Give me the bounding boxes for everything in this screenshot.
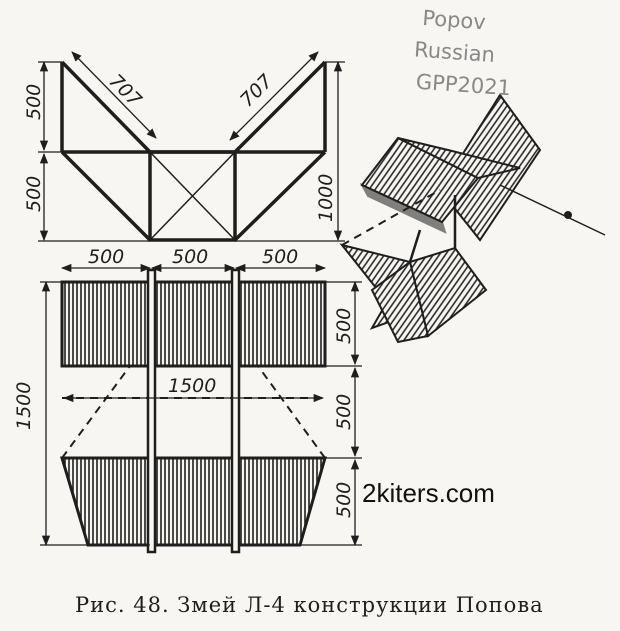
dim-label-left-upper: 500: [23, 84, 45, 120]
handwritten-note: Popov Russian GPP2021: [413, 6, 511, 101]
center-box: [148, 150, 237, 242]
sketch-tow-point: [564, 211, 572, 219]
sketch-top-face: [397, 137, 521, 180]
bridle-left: [61, 365, 131, 459]
sketch-bridle: [341, 189, 441, 246]
bridle-right: [257, 365, 326, 459]
dim-label-right-2: 500: [333, 394, 355, 430]
right-lower-brace: [233, 150, 327, 242]
front-view: [60, 60, 327, 242]
top-sail-panel: [60, 280, 327, 368]
longeron-right: [230, 268, 241, 554]
dim-line-diag-right: [229, 51, 319, 141]
plan-view: [59, 268, 327, 554]
note-line-2: Russian: [413, 37, 495, 67]
front-dimensions: [38, 51, 345, 242]
sketch-tow-line: [499, 184, 606, 236]
dim-label-top-right: 500: [262, 246, 298, 268]
longeron-left: [146, 268, 157, 554]
center-diagonal-2: [149, 151, 236, 241]
dim-label-right-total: 1000: [315, 174, 337, 222]
dim-label-left-lower: 500: [23, 176, 45, 212]
dim-label-diag-right: 707: [236, 70, 277, 111]
note-line-1: Popov: [422, 6, 487, 34]
dim-label-right-3: 500: [333, 482, 355, 518]
dim-line-diag-left: [71, 51, 157, 139]
dim-label-top-mid: 500: [172, 246, 208, 268]
bottom-sail-panel: [59, 456, 327, 547]
dim-label-right-1: 500: [333, 308, 355, 344]
dim-label-diag-left: 707: [104, 70, 145, 111]
dim-label-inner-width: 1500: [168, 375, 216, 397]
left-lower-brace: [60, 150, 152, 242]
dim-label-left-total: 1500: [13, 382, 35, 430]
kite-perspective-sketch: [339, 93, 606, 344]
plan-dimensions: [40, 263, 362, 547]
figure-caption: Рис. 48. Змей Л-4 конструкции Попова: [75, 593, 544, 617]
left-wing-spar: [60, 60, 152, 154]
watermark: 2kiters.com: [362, 478, 495, 508]
dim-label-top-left: 500: [88, 246, 124, 268]
note-line-3: GPP2021: [415, 70, 511, 101]
